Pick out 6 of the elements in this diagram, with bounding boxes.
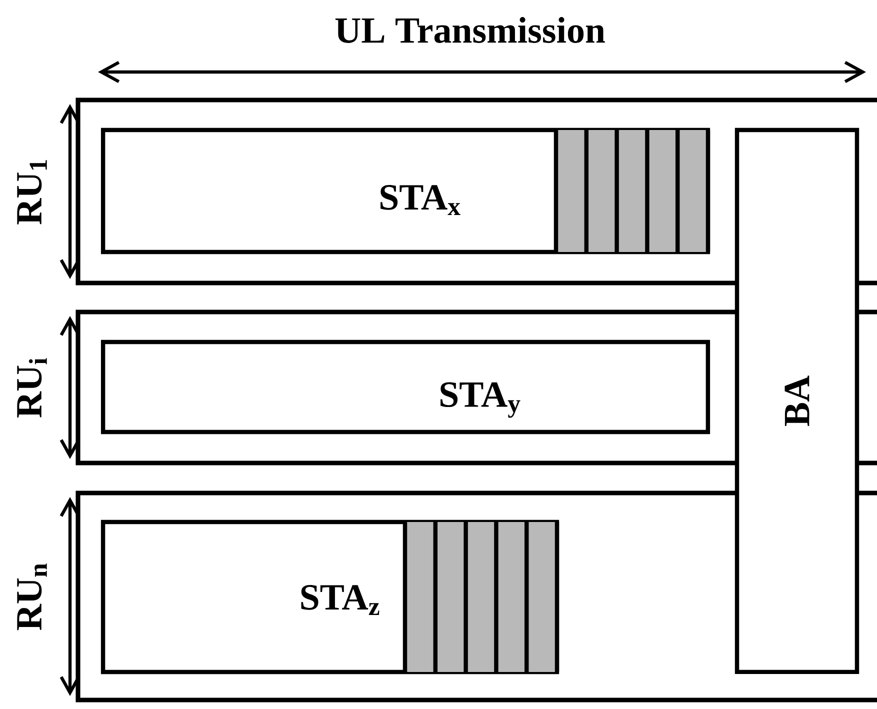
station-box: STA$_{y}$ xyxy=(100,340,710,434)
band-label: RU$_{n}$ xyxy=(17,564,47,630)
band-label: RU$_{1}$ xyxy=(17,160,47,224)
band-label: RU$_{i}$ xyxy=(17,358,47,418)
block-ack-box: BA xyxy=(734,128,860,674)
title: UL Transmission xyxy=(335,17,605,43)
